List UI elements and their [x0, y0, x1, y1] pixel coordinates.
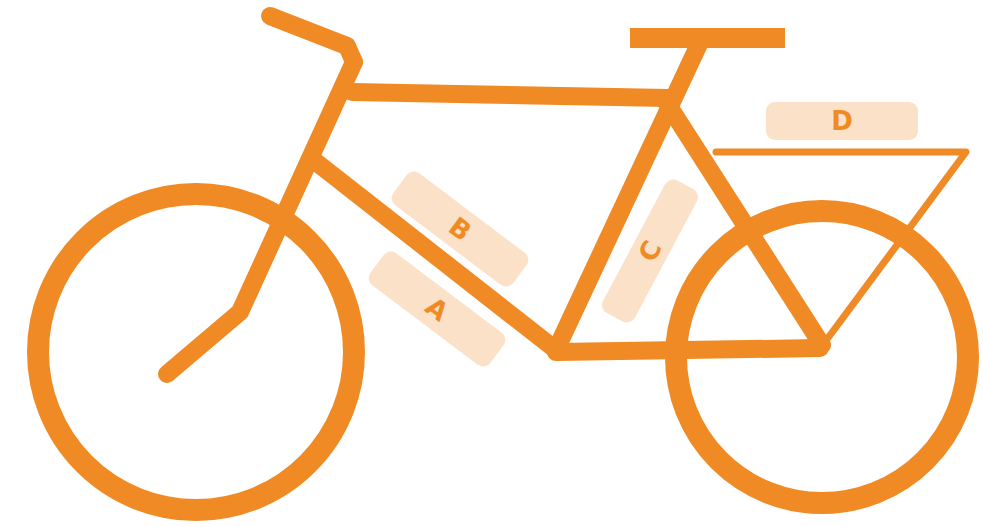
- saddle: [630, 28, 785, 48]
- top-tube: [352, 92, 668, 98]
- part-letter: A: [421, 293, 453, 326]
- label-tag: D: [766, 102, 918, 140]
- fork: [167, 62, 354, 374]
- part-letter: B: [444, 213, 475, 246]
- handlebar: [270, 16, 354, 62]
- part-letter: C: [634, 236, 666, 265]
- chain-stay: [556, 348, 820, 352]
- part-letter: D: [831, 108, 853, 134]
- rear-rack: [716, 152, 966, 346]
- down-tube: [316, 162, 556, 350]
